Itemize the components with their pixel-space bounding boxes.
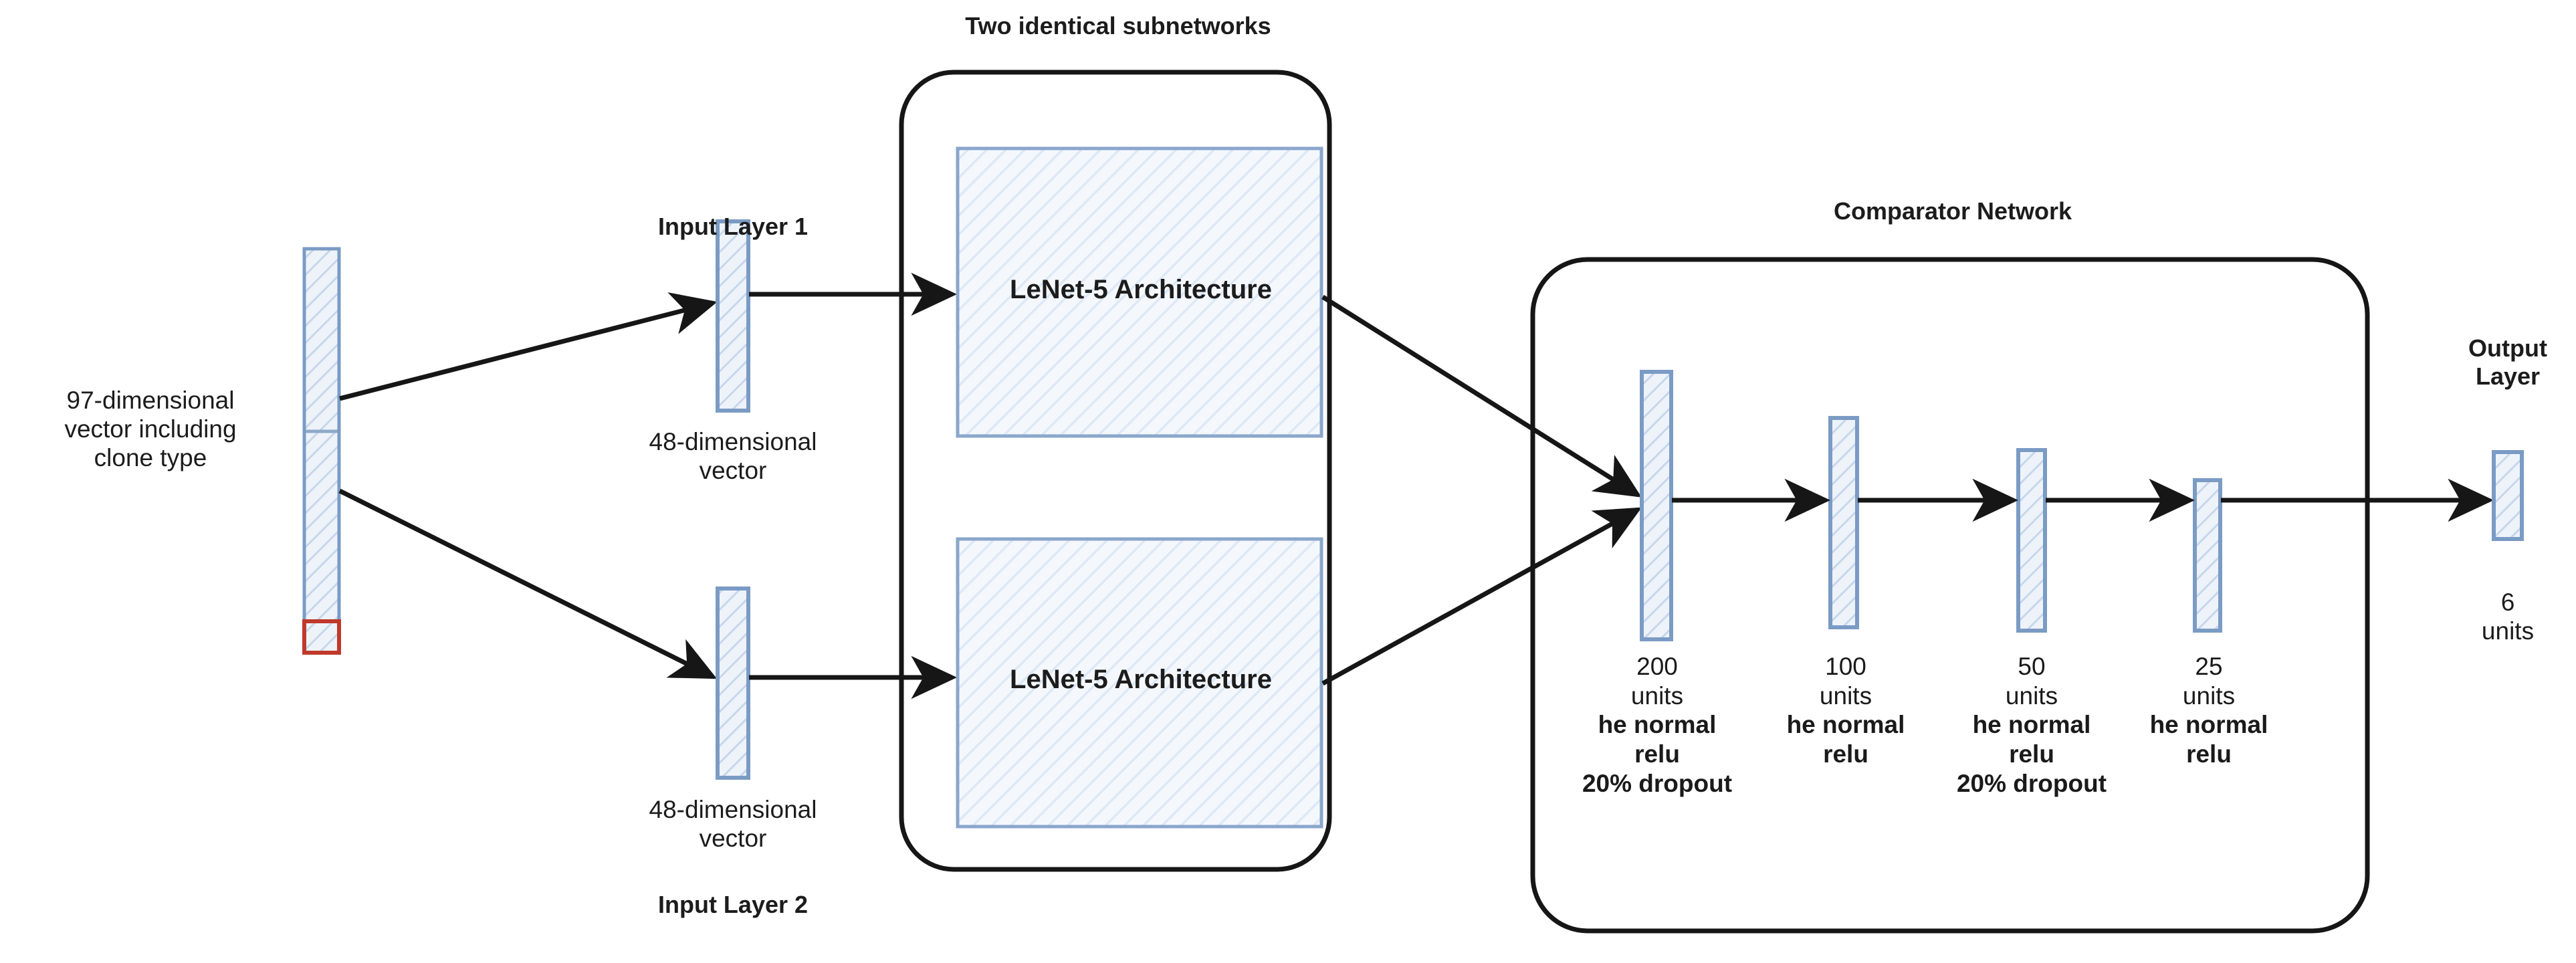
lenet-box-top — [956, 146, 1323, 438]
comparator-bar-25 — [2193, 478, 2222, 633]
subnetworks-title: Two identical subnetworks — [965, 12, 1271, 39]
initializer: he normal — [1786, 711, 1905, 739]
units-count: 100 — [1825, 653, 1866, 680]
input-1-vector-label: 48-dimensional vector — [649, 428, 817, 484]
units-word: units — [1819, 681, 1872, 710]
comparator-bar-100 — [1828, 416, 1859, 629]
split-arrow-to-input-1 — [339, 292, 718, 401]
comparator-container — [1530, 257, 2370, 934]
comparator-layer-label-50: 50 units he normal relu 20% dropout — [1898, 652, 2165, 798]
units-count: 50 — [2018, 653, 2046, 680]
comparator-layer-label-100: 100 units he normal relu — [1712, 652, 1979, 769]
output-layer-bar — [2492, 450, 2524, 541]
comparator-layer-label-200: 200 units he normal relu 20% dropout — [1523, 652, 1791, 798]
activation: relu — [1634, 740, 1680, 768]
input-layer-1-label: Input Layer 1 — [657, 213, 809, 240]
comparator-bar-200 — [1640, 370, 1673, 641]
lenet-box-bottom — [956, 537, 1323, 829]
dropout: 20% dropout — [1956, 769, 2107, 797]
input-layer-1-bar — [716, 219, 750, 413]
arrow-lenet-bottom-to-comparator — [1321, 507, 1642, 686]
units-word: units — [1630, 681, 1684, 710]
units-count: 25 — [2195, 653, 2223, 680]
input-layer-2-bar — [716, 586, 750, 780]
input-vector-label: 97-dimensional vector including clone ty… — [64, 387, 237, 471]
activation: relu — [2009, 740, 2054, 768]
units-count: 200 — [1636, 653, 1678, 680]
input-layer-2-label: Input Layer 2 — [657, 891, 809, 918]
subnetworks-container — [899, 70, 1332, 872]
initializer: he normal — [2149, 711, 2268, 739]
units-word: units — [2182, 681, 2236, 710]
lenet-bottom-label: LeNet-5 Architecture — [1010, 665, 1272, 694]
comparator-layer-label-25: 25 units he normal relu — [2075, 652, 2343, 769]
input-vector-bar — [302, 247, 341, 655]
comparator-title: Comparator Network — [1833, 197, 2072, 225]
comparator-bar-50 — [2016, 448, 2047, 633]
activation: relu — [2186, 740, 2232, 768]
arrow-lenet-top-to-comparator — [1321, 295, 1642, 498]
split-arrow-to-input-2 — [338, 488, 718, 679]
initializer: he normal — [1972, 711, 2091, 739]
dropout: 20% dropout — [1582, 769, 1733, 797]
activation: relu — [1823, 740, 1868, 768]
output-units-label: 6 units — [2481, 588, 2535, 645]
lenet-top-label: LeNet-5 Architecture — [1010, 275, 1272, 304]
output-layer-label: Output Layer — [2468, 334, 2547, 390]
input-2-vector-label: 48-dimensional vector — [649, 796, 817, 852]
initializer: he normal — [1598, 711, 1717, 739]
units-word: units — [2005, 681, 2058, 710]
